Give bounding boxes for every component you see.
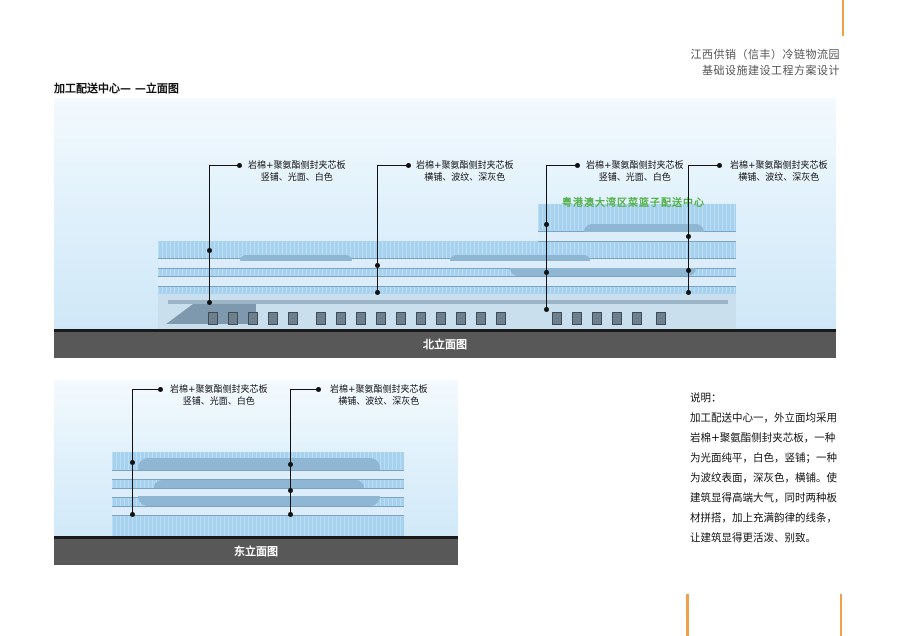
loading-door xyxy=(376,312,386,325)
north-elevation-caption: 北立面图 xyxy=(423,338,467,351)
leader-dot xyxy=(158,387,163,392)
leader-line xyxy=(546,165,547,310)
north-annotation-1: 岩棉+聚氨酯侧封夹芯板 竖铺、光面、白色 xyxy=(248,161,346,183)
project-subtitle: 基础设施建设工程方案设计 xyxy=(702,64,840,77)
east-lower-bulge xyxy=(138,496,380,506)
leader-dot xyxy=(575,163,580,168)
north-upper-band xyxy=(158,258,736,269)
leader-dot xyxy=(544,270,549,275)
leader-dot xyxy=(406,163,411,168)
east-upper-bulge xyxy=(138,458,380,470)
leader-dot xyxy=(130,460,135,465)
leader-dot xyxy=(237,163,242,168)
leader-dot xyxy=(686,268,691,273)
loading-door xyxy=(632,312,642,325)
loading-door xyxy=(496,312,506,325)
loading-door xyxy=(356,312,366,325)
loading-door xyxy=(476,312,486,325)
leader-line xyxy=(377,165,378,293)
section-title: 加工配送中心— —立面图 xyxy=(54,82,179,95)
north-ground xyxy=(54,332,836,358)
north-ground-line xyxy=(54,329,836,332)
top-accent-line xyxy=(842,0,844,36)
leader-dot xyxy=(686,234,691,239)
leader-dot xyxy=(207,248,212,253)
leader-dot xyxy=(375,263,380,268)
leader-dot xyxy=(288,462,293,467)
north-upper-bulge-1 xyxy=(240,255,352,261)
bottom-accent-line-left xyxy=(686,594,689,636)
loading-door xyxy=(248,312,258,325)
north-loading-canopy xyxy=(168,300,728,304)
leader-dot xyxy=(316,387,321,392)
leader-dot xyxy=(717,163,722,168)
east-elevation-caption: 东立面图 xyxy=(234,545,278,558)
project-title: 江西供销（信丰）冷链物流园 xyxy=(690,48,840,61)
loading-door xyxy=(288,312,298,325)
leader-dot xyxy=(288,512,293,517)
loading-door xyxy=(436,312,446,325)
loading-door xyxy=(336,312,346,325)
north-tower-bulge xyxy=(584,224,704,232)
east-ground xyxy=(54,539,458,565)
east-annotation-2: 岩棉+聚氨酯侧封夹芯板 横铺、波纹、深灰色 xyxy=(330,385,428,407)
east-annotation-1: 岩棉+聚氨酯侧封夹芯板 竖铺、光面、白色 xyxy=(170,385,268,407)
east-band-3 xyxy=(112,506,404,516)
notes-title: 说明： xyxy=(690,392,722,404)
north-annotation-3: 岩棉+聚氨酯侧封夹芯板 竖铺、光面、白色 xyxy=(586,161,684,183)
loading-door xyxy=(552,312,562,325)
description-notes: 说明： 加工配送中心一，外立面均采用岩棉+聚氨酯侧封夹芯板，一种为光面纯平，白色… xyxy=(690,388,840,548)
leader-dot xyxy=(686,290,691,295)
leader-line xyxy=(290,389,291,515)
leader-line xyxy=(688,165,689,293)
leader-line xyxy=(290,389,318,390)
leader-dot xyxy=(207,300,212,305)
loading-door xyxy=(268,312,278,325)
leader-line xyxy=(688,165,718,166)
north-lower-bulge xyxy=(510,268,696,276)
east-ground-line xyxy=(54,536,458,539)
leader-line xyxy=(209,165,239,166)
leader-dot xyxy=(544,222,549,227)
loading-door xyxy=(656,312,666,325)
loading-door xyxy=(228,312,238,325)
leader-dot xyxy=(375,290,380,295)
north-elevation-panel: 粤港澳大湾区菜篮子配送中心 北立面图 岩棉+聚氨酯侧封夹芯板 竖铺、光面、白色 … xyxy=(54,98,836,358)
leader-dot xyxy=(288,488,293,493)
building-sign: 粤港澳大湾区菜篮子配送中心 xyxy=(562,198,705,209)
leader-line xyxy=(377,165,407,166)
north-middle-band xyxy=(158,276,736,287)
loading-door xyxy=(592,312,602,325)
loading-door xyxy=(416,312,426,325)
east-elevation-panel: 东立面图 岩棉+聚氨酯侧封夹芯板 竖铺、光面、白色 岩棉+聚氨酯侧封夹芯板 横铺… xyxy=(54,380,458,565)
leader-line xyxy=(209,165,210,303)
leader-dot xyxy=(544,307,549,312)
north-upper-bulge-2 xyxy=(450,255,590,261)
loading-door xyxy=(456,312,466,325)
loading-door xyxy=(612,312,622,325)
north-tower-band xyxy=(538,231,736,242)
leader-line xyxy=(132,389,133,515)
leader-line xyxy=(546,165,576,166)
loading-door xyxy=(316,312,326,325)
north-annotation-2: 岩棉+聚氨酯侧封夹芯板 横铺、波纹、深灰色 xyxy=(416,161,514,183)
leader-dot xyxy=(130,512,135,517)
bottom-accent-line-right xyxy=(840,594,842,636)
north-annotation-4: 岩棉+聚氨酯侧封夹芯板 横铺、波纹、深灰色 xyxy=(730,161,828,183)
loading-door xyxy=(572,312,582,325)
east-band-1 xyxy=(112,470,404,480)
east-middle-bulge xyxy=(154,480,364,488)
loading-door xyxy=(208,312,218,325)
loading-door xyxy=(396,312,406,325)
notes-body: 加工配送中心一，外立面均采用岩棉+聚氨酯侧封夹芯板，一种为光面纯平，白色，竖铺；… xyxy=(690,412,837,544)
leader-line xyxy=(132,389,160,390)
